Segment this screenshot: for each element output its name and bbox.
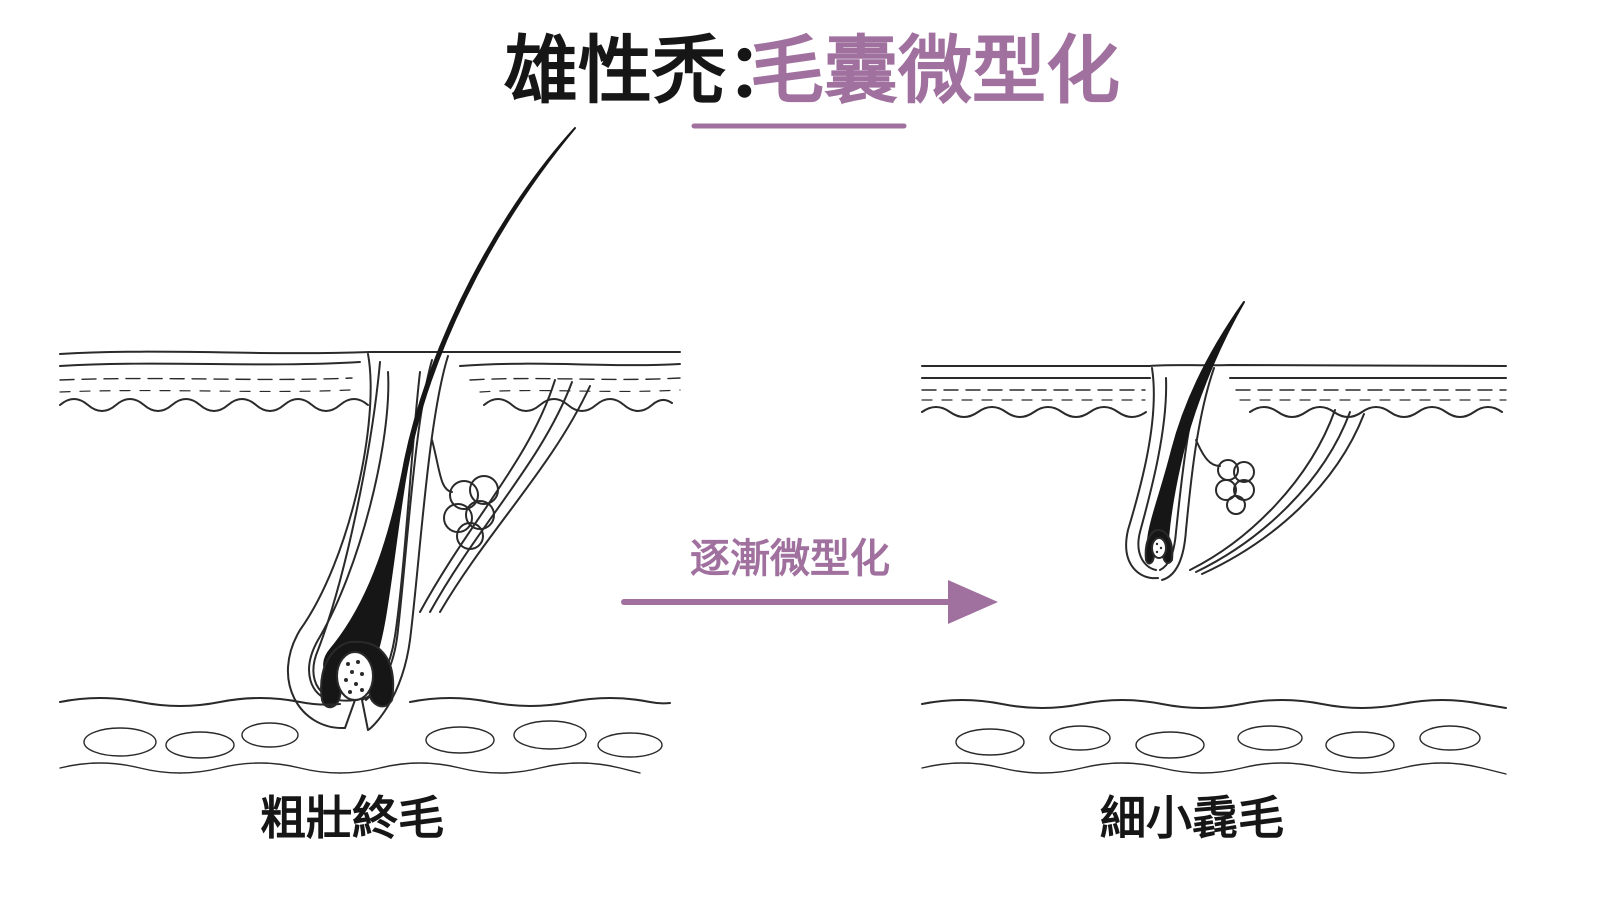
subcutaneous-fat bbox=[59, 720, 663, 774]
left-panel-label: 粗壯終毛 bbox=[260, 791, 444, 845]
title-highlight: 毛囊微型化 bbox=[750, 28, 1120, 114]
left-follicle-illustration bbox=[59, 127, 681, 774]
epidermis-layer-right bbox=[479, 389, 681, 393]
epidermis-layer bbox=[59, 377, 353, 381]
epidermis-layer-right bbox=[469, 377, 681, 381]
epidermis-wavy-base bbox=[59, 398, 369, 412]
follicle-inner-sheath bbox=[1137, 377, 1168, 571]
follicle-outer-sheath bbox=[1125, 367, 1159, 580]
skin-surface-line bbox=[921, 364, 1507, 367]
papilla-dots bbox=[1155, 542, 1163, 554]
arrector-pili-muscle bbox=[1189, 409, 1365, 575]
right-panel-label: 細小毳毛 bbox=[1100, 791, 1284, 845]
dermis-lower-line bbox=[59, 697, 341, 707]
epidermis-wavy-base-right bbox=[1249, 406, 1503, 418]
miniaturization-arrow: 逐漸微型化 bbox=[621, 536, 998, 624]
follicle-outer-sheath bbox=[287, 353, 381, 730]
title-group: 雄性禿： 毛囊微型化 bbox=[504, 28, 1120, 129]
right-follicle-illustration bbox=[921, 301, 1507, 775]
papilla-dots bbox=[344, 660, 364, 694]
epidermis-layer bbox=[59, 389, 351, 393]
epidermis-layer-right bbox=[459, 362, 681, 367]
dermal-papilla bbox=[1151, 537, 1167, 559]
dermal-papilla bbox=[336, 651, 374, 701]
arrow-label: 逐漸微型化 bbox=[690, 536, 890, 582]
dermis-lower-line bbox=[409, 697, 671, 707]
dermis-lower-line bbox=[921, 699, 1507, 709]
subcutaneous-fat bbox=[921, 725, 1507, 775]
thin-hair-shaft bbox=[1147, 301, 1245, 541]
arrow-head bbox=[948, 580, 998, 624]
skin-surface-line bbox=[59, 350, 681, 355]
epidermis-layer bbox=[59, 361, 361, 367]
title-prefix: 雄性禿： bbox=[504, 28, 800, 114]
epidermis-wavy-base-right bbox=[483, 398, 673, 412]
sebaceous-gland bbox=[1195, 439, 1255, 515]
follicle-inner-sheath bbox=[308, 371, 390, 701]
arrector-pili-muscle bbox=[419, 379, 591, 613]
epidermis-wavy-base bbox=[921, 406, 1147, 418]
follicle-outer-sheath bbox=[1161, 367, 1215, 581]
follicle-outer-sheath bbox=[361, 355, 449, 731]
sebaceous-gland bbox=[431, 439, 499, 550]
